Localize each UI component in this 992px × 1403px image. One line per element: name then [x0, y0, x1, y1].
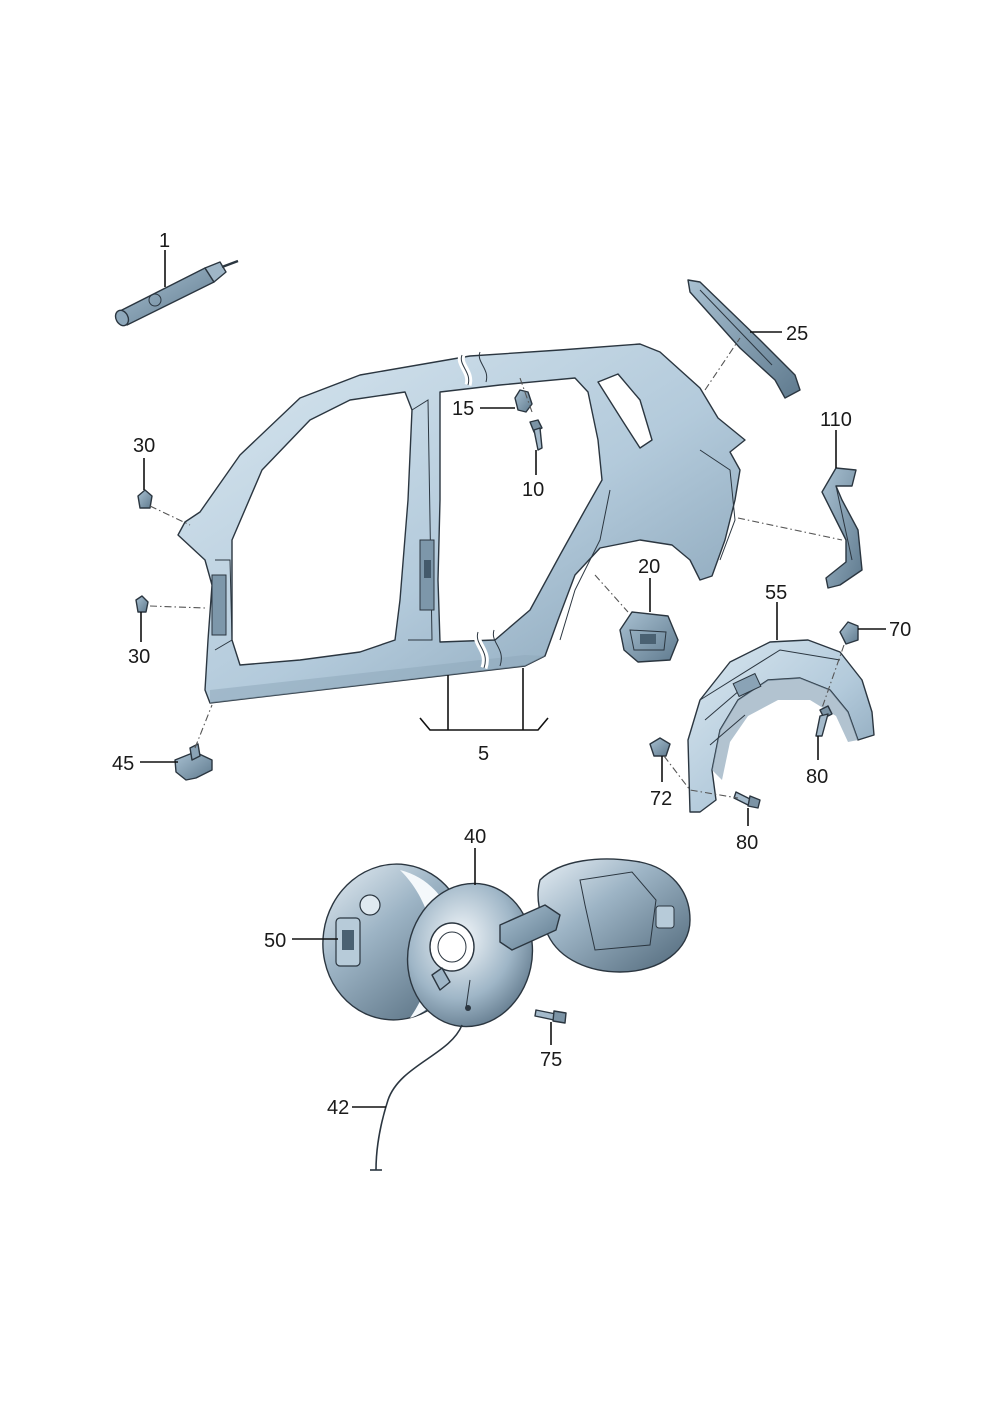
side-panel	[177, 343, 746, 704]
bracket-45	[174, 743, 213, 781]
callout-70: 70	[889, 619, 911, 641]
callout-72: 72	[650, 788, 672, 810]
fuel-flap-lid	[499, 858, 691, 973]
clip-30-lower	[135, 595, 149, 613]
callout-80-upper: 80	[806, 766, 828, 788]
wheel-housing-liner-55	[687, 639, 875, 813]
callout-45: 45	[112, 753, 134, 775]
reinforcement-25	[687, 279, 801, 399]
clip-70	[839, 621, 859, 645]
clip-30-upper	[137, 489, 153, 509]
callout-15: 15	[452, 398, 474, 420]
callout-75: 75	[540, 1049, 562, 1071]
callout-25: 25	[786, 323, 808, 345]
clip-72	[649, 737, 671, 757]
screw-80-upper	[815, 705, 833, 737]
screw-75	[534, 1009, 567, 1024]
callouts: 1 25 15 10 110 30 30 20 55 70 5	[112, 230, 911, 1119]
callout-40: 40	[464, 826, 486, 848]
assembly-lines	[149, 337, 845, 799]
latch-housing-20	[619, 611, 679, 663]
callout-55: 55	[765, 582, 787, 604]
callout-30-lower: 30	[128, 646, 150, 668]
screw-10	[529, 419, 543, 451]
clip-15	[514, 389, 533, 413]
touch-up-pen	[114, 259, 239, 327]
callout-42: 42	[327, 1097, 349, 1119]
callout-110: 110	[820, 409, 852, 431]
callout-30-upper: 30	[133, 435, 155, 457]
callout-80-lower: 80	[736, 832, 758, 854]
callout-5: 5	[478, 743, 489, 765]
bracket-110	[821, 467, 863, 589]
fuel-filler-housing-40	[406, 882, 534, 1028]
release-cable-42	[370, 1024, 463, 1171]
callout-20: 20	[638, 556, 660, 578]
callout-1: 1	[159, 230, 170, 252]
callout-10: 10	[522, 479, 544, 501]
screw-80-lower	[733, 791, 761, 809]
callout-50: 50	[264, 930, 286, 952]
